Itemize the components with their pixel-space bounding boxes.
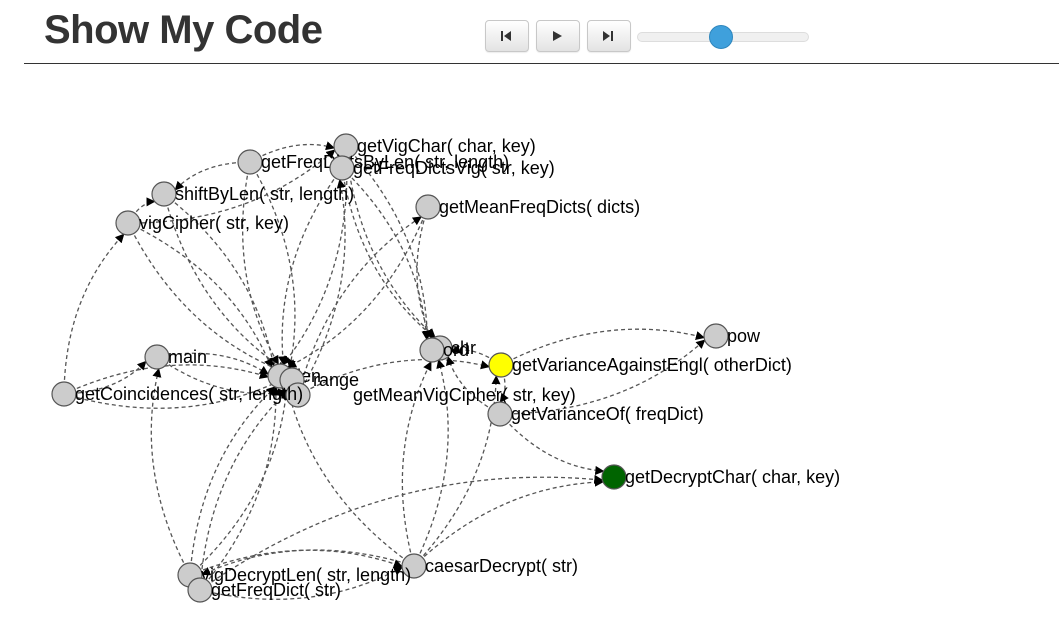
node-circle[interactable] [487, 401, 513, 427]
call-edge [199, 386, 281, 591]
call-edge [199, 566, 403, 600]
call-edge [150, 367, 191, 576]
call-edge [499, 339, 706, 415]
node-label: getMeanVigCipher( str, key) [353, 385, 576, 405]
graph-node-getMeanFreqDicts[interactable]: getMeanFreqDicts( dicts) [415, 194, 640, 220]
node-circle[interactable] [419, 337, 445, 363]
playback-slider-thumb[interactable] [709, 25, 733, 49]
call-edge [163, 193, 286, 371]
node-label: getVigChar( char, key) [357, 136, 536, 156]
graph-node-getFreqDictsVig[interactable]: getFreqDictsVig( str, key) [329, 155, 555, 181]
node-label: vigCipher( str, key) [139, 213, 289, 233]
node-circle[interactable] [144, 344, 170, 370]
call-edge [297, 216, 422, 396]
graph-node-getCoincidences[interactable]: getCoincidences( str, length) [51, 381, 303, 407]
node-circle[interactable] [401, 553, 427, 579]
graph-nodes: getVigChar( char, key)getFreqDictsByLen(… [51, 133, 840, 603]
graph-node-getVarianceAgainstEngl[interactable]: getVarianceAgainstEngl( otherDict) [488, 352, 792, 378]
call-edge [401, 361, 432, 567]
call-edge [242, 161, 279, 365]
call-edge [284, 384, 415, 567]
node-label: getCoincidences( str, length) [75, 384, 303, 404]
node-circle[interactable] [115, 210, 141, 236]
node-label: ord [443, 340, 469, 360]
node-circle[interactable] [329, 155, 355, 181]
page-title: Show My Code [44, 8, 323, 52]
node-circle[interactable] [51, 381, 77, 407]
call-edge [278, 167, 343, 366]
node-circle[interactable] [703, 323, 729, 349]
node-label: getVarianceOf( freqDict) [511, 404, 704, 424]
call-edge [189, 386, 276, 576]
node-label: range [313, 370, 359, 390]
node-label: caesarDecrypt( str) [425, 556, 578, 576]
call-edge [127, 222, 285, 373]
graph-node-getFreqDict[interactable]: getFreqDict( str) [187, 577, 341, 603]
step-forward-button[interactable] [587, 20, 631, 52]
graph-node-getVigChar[interactable]: getVigChar( char, key) [333, 133, 536, 159]
call-edge [201, 549, 415, 576]
call-edge [163, 193, 277, 367]
node-label: vigDecryptLen( str, length) [201, 565, 411, 585]
call-edge [341, 167, 435, 339]
call-edge [63, 233, 125, 395]
node-label: getVarianceAgainstEngl( otherDict) [512, 355, 792, 375]
call-edge [63, 380, 281, 409]
call-edge [500, 328, 705, 366]
graph-node-vigCipher[interactable]: vigCipher( str, key) [115, 210, 289, 236]
call-edge [63, 364, 269, 395]
node-label: getFreqDictsByLen( str, length) [261, 152, 509, 172]
call-edge [416, 206, 433, 339]
step-back-icon [501, 31, 511, 41]
graph-node-ord[interactable]: ord [419, 337, 469, 363]
node-label: getFreqDictsVig( str, key) [353, 158, 555, 178]
graph-node-pow[interactable]: pow [703, 323, 761, 349]
call-edge [341, 167, 431, 341]
graph-node-main[interactable]: main [144, 344, 207, 370]
node-circle[interactable] [285, 382, 311, 408]
call-edge [297, 358, 491, 396]
call-edge [345, 145, 432, 340]
node-circle[interactable] [187, 577, 213, 603]
call-edge [287, 206, 429, 368]
node-label: shiftByLen( str, length) [175, 184, 354, 204]
graph-node-getMeanVigCipher[interactable]: getMeanVigCipher( str, key) [285, 382, 576, 408]
node-label: chr [451, 338, 476, 358]
graph-node-getVarianceOf[interactable]: getVarianceOf( freqDict) [487, 401, 704, 427]
node-circle[interactable] [601, 464, 627, 490]
node-label: getMeanFreqDicts( dicts) [439, 197, 640, 217]
call-edge [297, 178, 346, 396]
graph-node-getDecryptChar[interactable]: getDecryptChar( char, key) [601, 464, 840, 490]
call-edge [450, 344, 502, 366]
node-circle[interactable] [151, 181, 177, 207]
node-circle[interactable] [237, 149, 263, 175]
graph-node-shiftByLen[interactable]: shiftByLen( str, length) [151, 181, 354, 207]
call-edge [127, 222, 273, 369]
node-label: getDecryptChar( char, key) [625, 467, 840, 487]
play-button[interactable] [536, 20, 580, 52]
call-edge [413, 375, 501, 567]
node-label: getFreqDict( str) [211, 580, 341, 600]
node-circle[interactable] [415, 194, 441, 220]
header: Show My Code [0, 0, 1059, 66]
header-divider [24, 63, 1059, 64]
call-edge [413, 477, 604, 567]
graph-node-vigDecryptLen[interactable]: vigDecryptLen( str, length) [177, 562, 411, 588]
play-icon [553, 31, 562, 41]
step-back-button[interactable] [485, 20, 529, 52]
node-label: pow [727, 326, 761, 346]
node-label: main [168, 347, 207, 367]
call-edge [189, 549, 403, 576]
call-edge [127, 149, 336, 224]
graph-node-getFreqDictsByLen[interactable]: getFreqDictsByLen( str, length) [237, 149, 509, 175]
graph-node-caesarDecrypt[interactable]: caesarDecrypt( str) [401, 553, 578, 579]
call-edge [249, 161, 296, 370]
step-forward-icon [603, 31, 613, 41]
call-edge [199, 390, 288, 591]
call-edge [499, 413, 605, 475]
call-edge [189, 389, 291, 576]
node-circle[interactable] [488, 352, 514, 378]
